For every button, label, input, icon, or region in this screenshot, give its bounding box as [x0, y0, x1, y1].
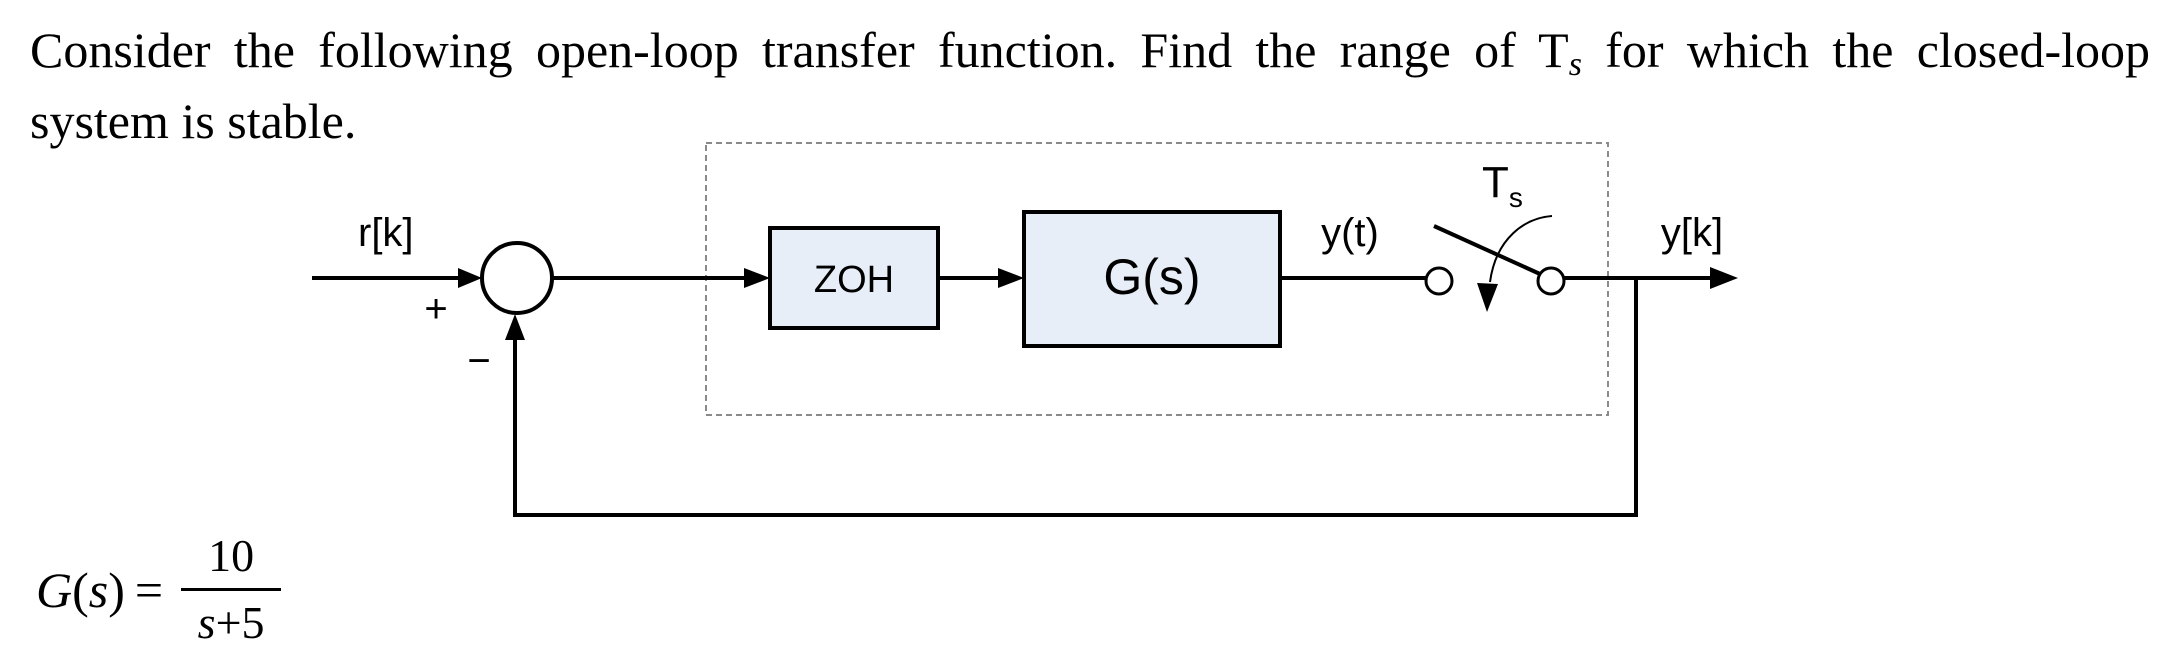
feedback-path — [513, 278, 1638, 517]
question-subscript: s — [1568, 46, 1582, 83]
output-arrowhead — [1710, 267, 1738, 289]
zoh-label: ZOH — [814, 259, 894, 301]
formula-lhs-func: G — [36, 561, 73, 618]
plant-label: G(s) — [1103, 249, 1200, 305]
minus-sign: − — [467, 339, 490, 383]
sampler-right-terminal — [1536, 266, 1566, 296]
formula-fraction-bar — [181, 588, 282, 591]
formula-lhs-paren-open: ( — [72, 561, 89, 618]
sampler-label-sub: s — [1509, 182, 1523, 213]
question-text-part2: for which the closed-loop system is stab… — [30, 22, 2151, 149]
sampler-left-terminal — [1424, 266, 1454, 296]
formula-numerator: 10 — [208, 530, 255, 581]
question-text-part1: Consider the following open-loop transfe… — [30, 22, 1569, 78]
formula-equals: = — [134, 561, 164, 618]
question-text: Consider the following open-loop transfe… — [30, 22, 2150, 149]
formula-fraction: 10 s+5 — [181, 530, 282, 649]
input-label: r[k] — [358, 211, 414, 255]
formula-denominator-var: s — [197, 597, 216, 648]
plant-block — [1022, 210, 1282, 348]
sampler-rotation-arc — [1489, 215, 1553, 283]
zoh-to-plant-arrowhead — [998, 268, 1024, 288]
formula-lhs-paren-close: ) — [108, 561, 125, 618]
sampler-switch-arm — [1433, 224, 1541, 276]
plus-sign: + — [424, 287, 447, 331]
zoh-block — [768, 226, 940, 330]
formula-denominator-rest: +5 — [215, 597, 265, 648]
formula-lhs-var: s — [88, 561, 109, 618]
sampler-rotation-arrowhead — [1477, 283, 1498, 312]
feedback-arrowhead — [505, 314, 525, 340]
output-label: y[k] — [1661, 211, 1723, 255]
formula-denominator: s+5 — [198, 591, 265, 649]
formula-lhs: G(s) — [36, 561, 125, 619]
transfer-function-formula: G(s) = 10 s+5 — [36, 530, 282, 649]
sampler-label-main: T — [1482, 158, 1509, 207]
sum-to-zoh-arrowhead — [744, 268, 770, 288]
sampler-label: Ts — [1482, 158, 1523, 213]
input-arrowhead — [458, 268, 482, 288]
summing-junction — [480, 241, 554, 315]
continuous-output-label: y(t) — [1321, 211, 1379, 255]
